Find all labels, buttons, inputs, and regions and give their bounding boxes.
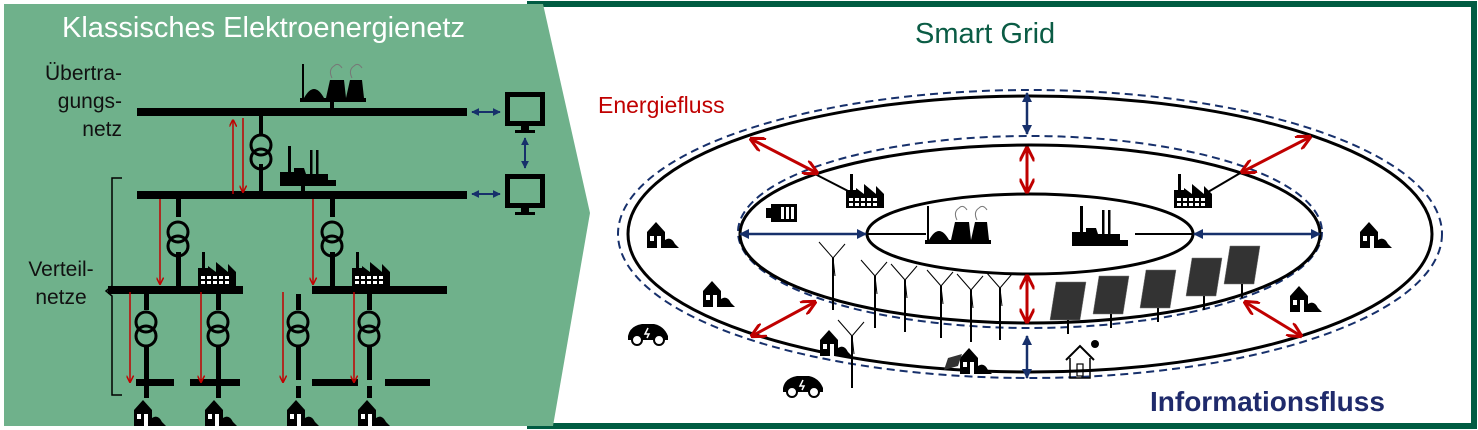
smart-home-icon bbox=[1065, 340, 1099, 379]
transmission-grid-label: Übertra- gungs- netz bbox=[30, 60, 122, 144]
solar-panel-icon bbox=[944, 354, 962, 370]
battery-icon bbox=[766, 204, 797, 222]
smart-grid-diagram bbox=[617, 89, 1443, 398]
transmission-label-line: Übertra- bbox=[44, 62, 122, 85]
distribution-label-line: Verteil- bbox=[28, 258, 94, 281]
classic-grid-title: Klassisches Elektroenergienetz bbox=[62, 12, 465, 44]
smart-grid-frame bbox=[527, 1, 1477, 429]
transmission-label-line: gungs- bbox=[57, 90, 122, 113]
information-flow-label: Informationsfluss bbox=[1150, 386, 1385, 417]
smart-grid-title: Smart Grid bbox=[915, 18, 1056, 50]
distribution-label-line: netze bbox=[35, 286, 87, 309]
transmission-label-line: netz bbox=[82, 118, 122, 141]
distribution-grid-label: Verteil- netze bbox=[26, 256, 96, 312]
classic-grid-diagram bbox=[104, 63, 545, 426]
energy-flow-label: Energiefluss bbox=[598, 92, 725, 118]
